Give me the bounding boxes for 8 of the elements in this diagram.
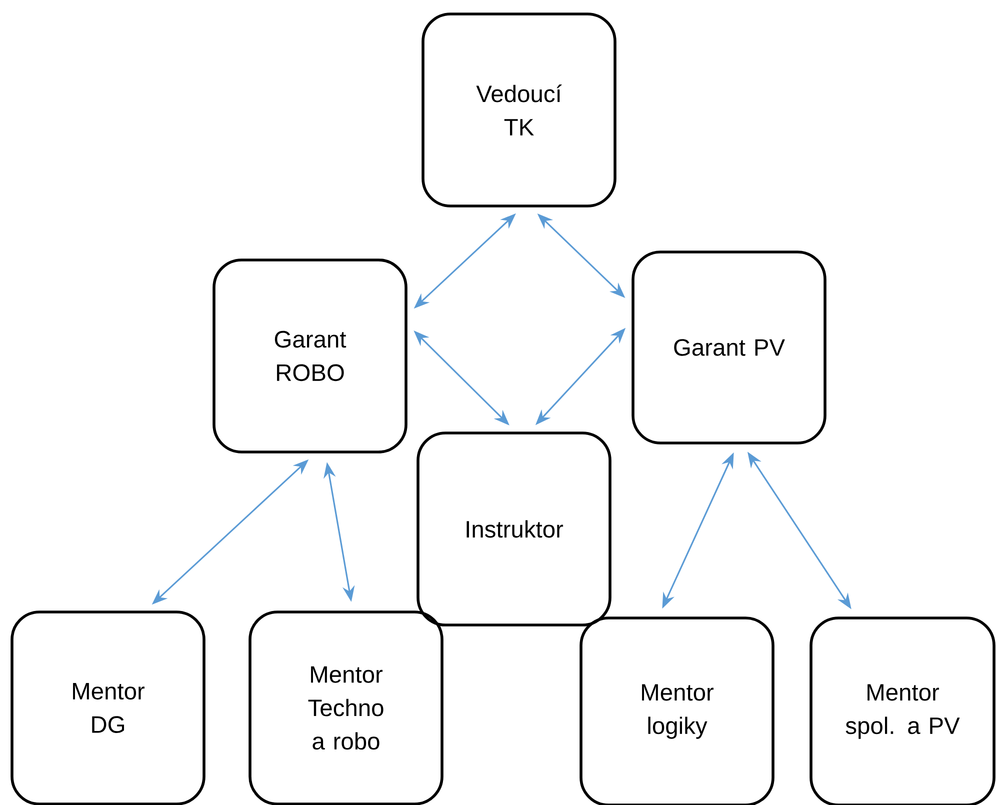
role-box: Mentor logiky (580, 616, 774, 805)
role-box: Mentor spol. a PV (810, 616, 996, 805)
role-box: Mentor Techno a robo (248, 610, 444, 805)
role-box: Mentor DG (10, 610, 206, 805)
role-box: Vedoucí TK (422, 12, 616, 208)
role-box: Instruktor (416, 432, 612, 626)
role-box: Garant PV (632, 250, 826, 444)
role-box: Garant ROBO (212, 258, 408, 454)
